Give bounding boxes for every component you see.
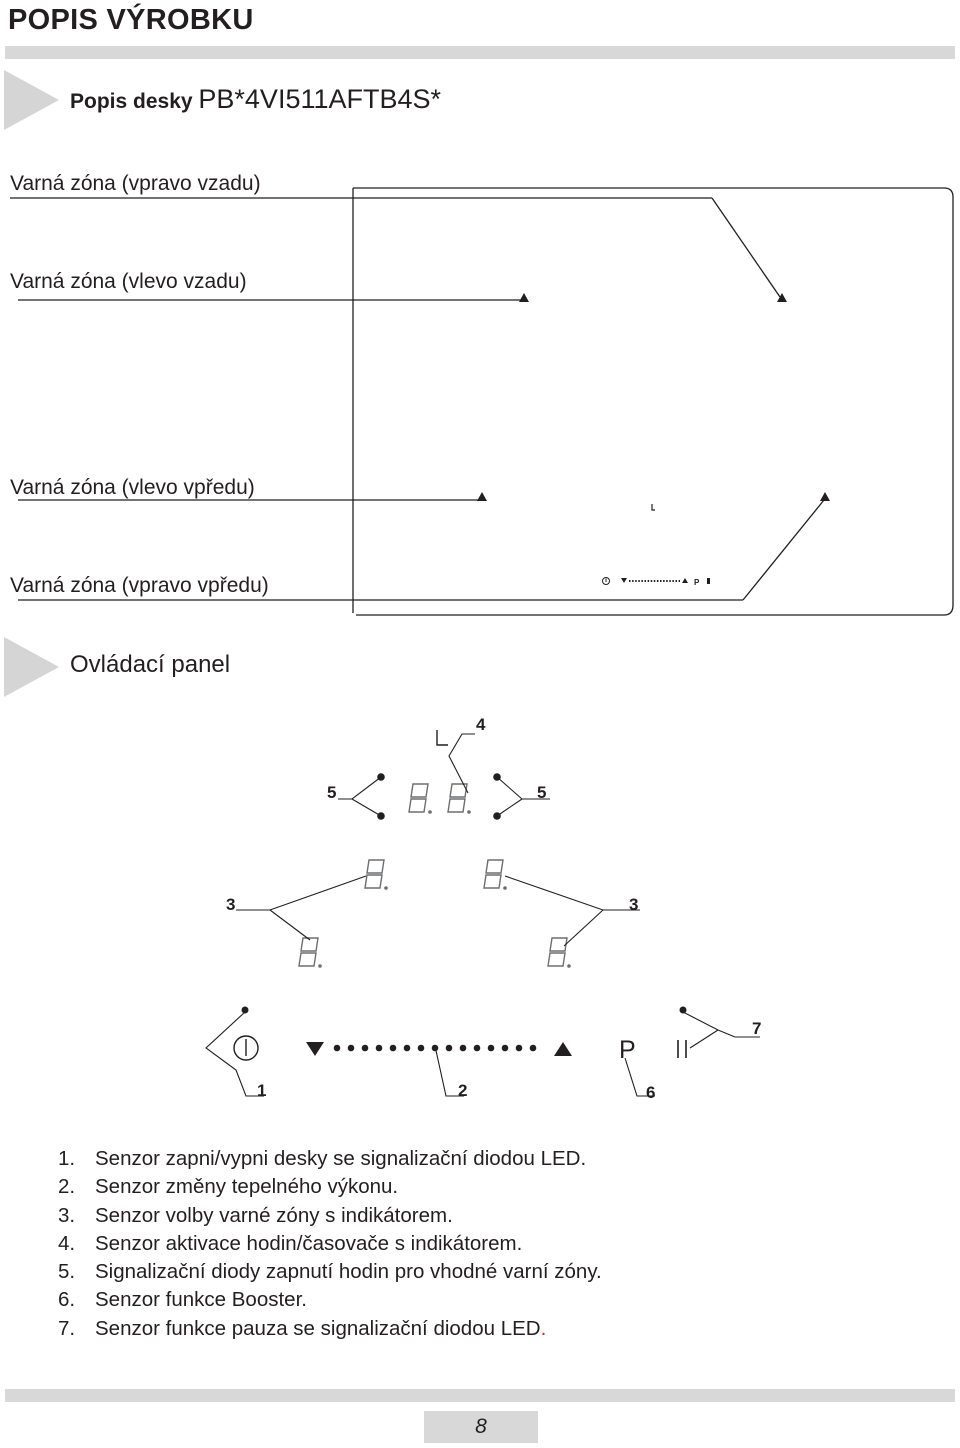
zone-marker-rear-right xyxy=(777,293,787,302)
legend-item-3: 3.Senzor volby varné zóny s indikátorem. xyxy=(58,1203,453,1227)
timer-icon xyxy=(436,730,448,746)
legend-item-6: 6.Senzor funkce Booster. xyxy=(58,1288,307,1312)
callout-2: 2 xyxy=(458,1081,467,1100)
mini-control-panel: P xyxy=(602,577,710,587)
plus-triangle-icon xyxy=(554,1042,572,1056)
page-title: POPIS VÝROBKU xyxy=(8,4,254,36)
legend-item-2: 2.Senzor změny tepelného výkonu. xyxy=(58,1175,399,1199)
zone-label-front-left: Varná zóna (vlevo vpředu) xyxy=(10,476,255,499)
callout-4: 4 xyxy=(476,715,486,734)
zone-label-rear-right: Varná zóna (vpravo vzadu) xyxy=(10,172,261,195)
zone-label-rear-left: Varná zóna (vlevo vzadu) xyxy=(10,270,247,293)
timer-digit-1 xyxy=(408,783,433,815)
section-title-panel: Ovládací panel xyxy=(70,651,231,678)
legend-list: 1.Senzor zapni/vypni desky se signalizač… xyxy=(58,1145,602,1343)
pause-led xyxy=(679,1006,687,1014)
callout-6: 6 xyxy=(646,1083,655,1102)
callout-5-left: 5 xyxy=(327,783,336,802)
callout-lines xyxy=(205,733,760,1097)
section-arrow-icon xyxy=(4,637,59,697)
pause-icon xyxy=(677,1040,687,1058)
top-rule xyxy=(5,46,955,59)
section-title-hob: Popis desky PB*4VI511AFTB4S* xyxy=(70,84,441,115)
page-number: 8 xyxy=(424,1411,538,1443)
legend-item-4: 4.Senzor aktivace hodin/časovače s indik… xyxy=(58,1231,523,1255)
callout-3-left: 3 xyxy=(226,895,235,914)
hob-outline xyxy=(353,187,954,616)
zone-marker-front-left xyxy=(477,492,487,501)
control-row: P xyxy=(233,1006,687,1064)
mini-booster-label: P xyxy=(694,578,700,587)
mini-power-icon xyxy=(602,577,610,585)
leader-rear-right-d xyxy=(711,197,781,298)
callout-3-right: 3 xyxy=(629,895,638,914)
power-icon xyxy=(233,1035,259,1061)
zone-marker-rear-left xyxy=(519,293,529,302)
mini-plus-icon xyxy=(682,578,688,583)
zone-marker-front-right xyxy=(820,492,830,501)
bottom-rule xyxy=(5,1389,955,1402)
zone-display-rear-left xyxy=(364,859,389,891)
power-level-slider xyxy=(333,1044,537,1052)
zone-display-rear-right xyxy=(483,859,508,891)
control-panel-diagram: P 4 5 5 3 3 xyxy=(205,715,761,1102)
booster-symbol: P xyxy=(619,1036,636,1064)
timer-digit-2 xyxy=(447,783,472,815)
callout-1: 1 xyxy=(257,1081,266,1100)
leader-front-right-d xyxy=(742,499,825,601)
mini-timer-icon xyxy=(651,504,655,511)
section-arrow-icon xyxy=(4,70,59,130)
mini-pause-icon xyxy=(707,578,710,584)
zone-label-front-right: Varná zóna (vpravo vpředu) xyxy=(10,574,269,597)
minus-triangle-icon xyxy=(306,1042,324,1056)
callout-7: 7 xyxy=(752,1019,761,1038)
callout-5-right: 5 xyxy=(537,783,546,802)
power-led xyxy=(241,1006,249,1014)
mini-minus-icon xyxy=(621,578,627,583)
section-title-prefix: Popis desky xyxy=(70,90,199,113)
timer-display xyxy=(377,730,501,820)
legend-item-1: 1.Senzor zapni/vypni desky se signalizač… xyxy=(58,1147,587,1170)
legend-item-5: 5.Signalizační diody zapnutí hodin pro v… xyxy=(58,1260,602,1284)
legend-item-7: 7.Senzor funkce pauza se signalizační di… xyxy=(58,1316,547,1340)
zone-display-front-left xyxy=(298,937,323,969)
hob-diagram: P xyxy=(10,187,954,616)
model-number: PB*4VI511AFTB4S* xyxy=(198,84,442,114)
